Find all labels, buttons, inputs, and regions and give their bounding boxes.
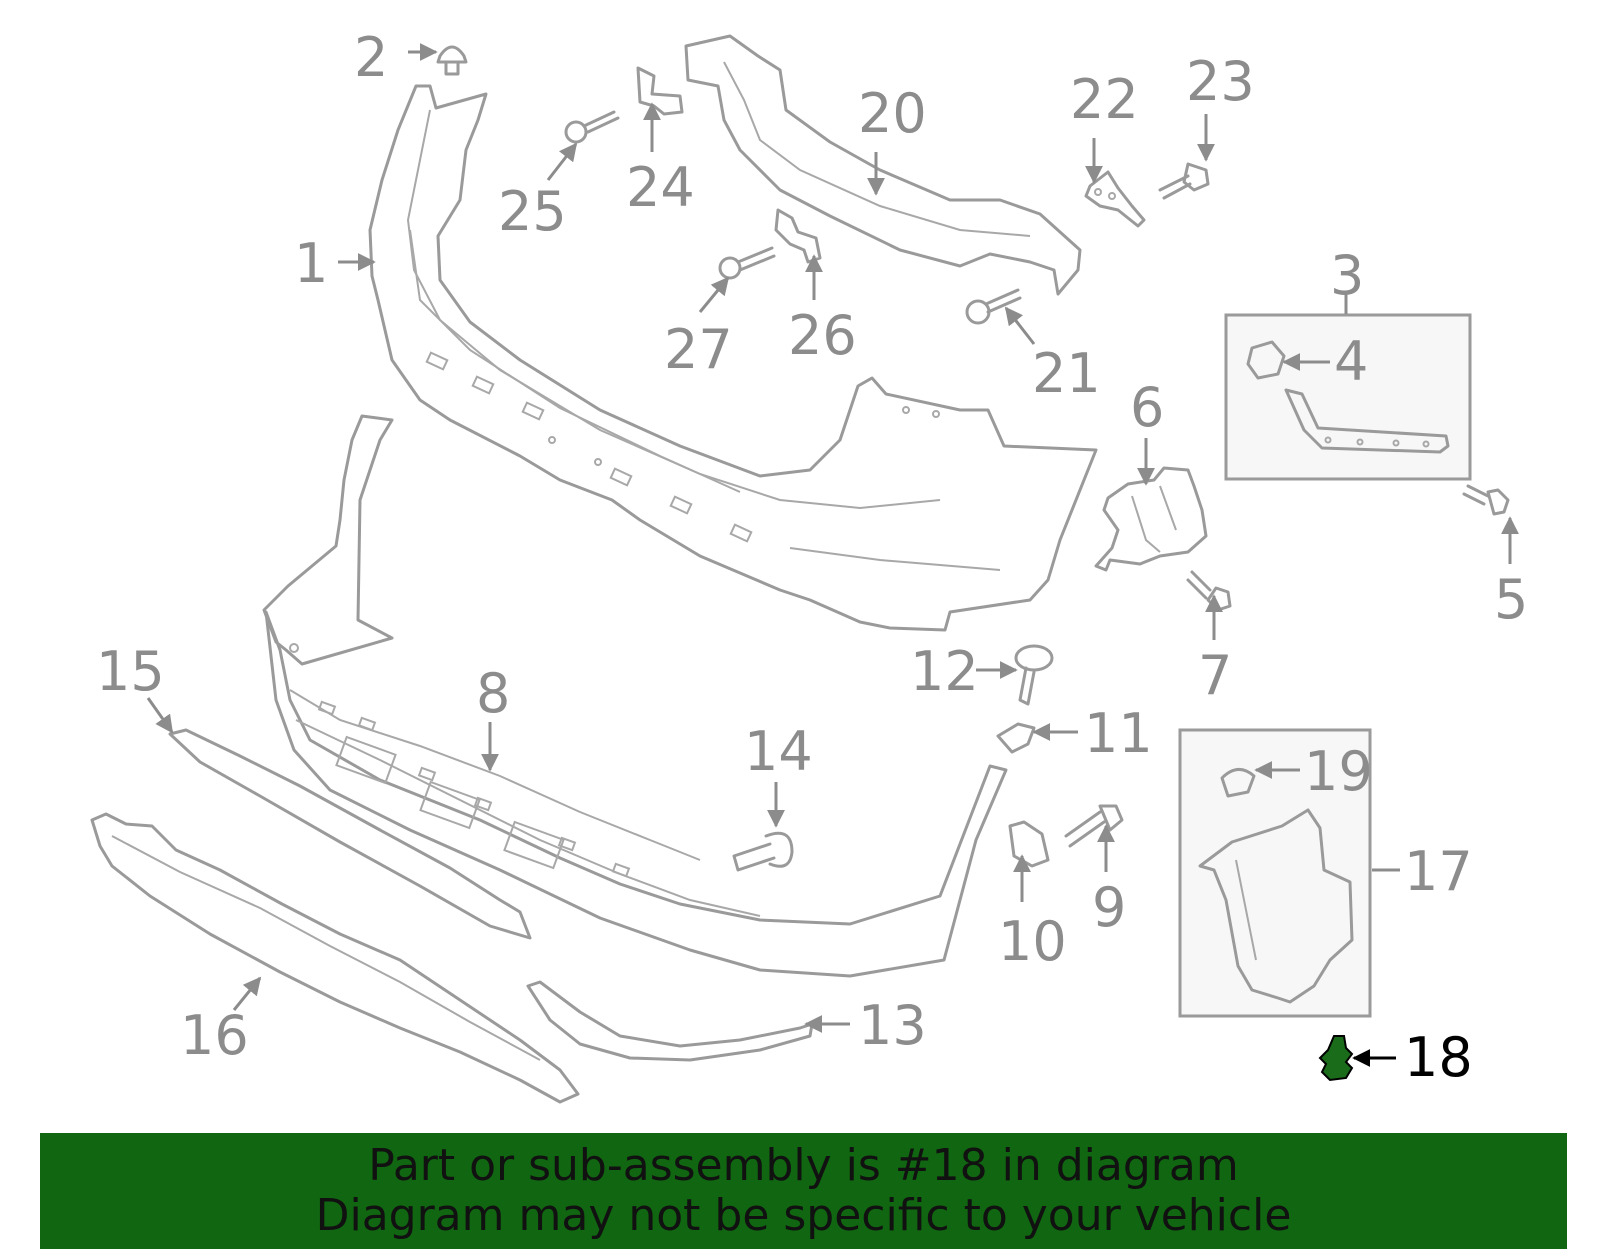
callout-1: 1 (294, 232, 328, 295)
callout-25: 25 (498, 180, 567, 243)
bracket-part-26 (774, 208, 822, 264)
bracket-part-22 (1084, 170, 1146, 228)
callout-3: 3 (1330, 244, 1364, 307)
skid-plate-part-16 (90, 812, 580, 1104)
lower-fascia-part-8 (262, 414, 1008, 978)
callout-22: 22 (1070, 68, 1139, 131)
highlighted-part-18[interactable] (1318, 1035, 1354, 1082)
screw-part-25 (564, 110, 620, 144)
callout-14: 14 (744, 720, 813, 783)
bumper-cover-part-1 (368, 84, 1098, 632)
callout-labels: 2 1 25 24 20 22 23 27 26 21 3 4 6 5 7 12… (96, 26, 1528, 1089)
screw-part-7 (1186, 570, 1232, 612)
callout-7: 7 (1198, 644, 1232, 707)
banner-line-2: Diagram may not be specific to your vehi… (315, 1190, 1292, 1241)
callout-2: 2 (354, 26, 388, 89)
callout-10: 10 (998, 910, 1067, 973)
screw-part-27 (718, 246, 776, 280)
molding-part-15 (168, 728, 532, 940)
reinforcement-part-20 (684, 34, 1082, 296)
callout-18: 18 (1404, 1026, 1473, 1089)
callout-26: 26 (788, 304, 857, 367)
callout-4: 4 (1334, 330, 1368, 393)
callout-23: 23 (1186, 50, 1255, 113)
callout-12: 12 (910, 640, 979, 703)
clip-part-2 (436, 45, 468, 76)
callout-16: 16 (180, 1004, 249, 1067)
callout-8: 8 (476, 662, 510, 725)
screw-part-21 (965, 288, 1022, 325)
leader-arrows (146, 43, 1519, 1067)
screw-part-23 (1158, 162, 1210, 200)
clip-part-11 (996, 722, 1036, 754)
callout-19: 19 (1304, 740, 1373, 803)
callout-13: 13 (858, 994, 927, 1057)
info-banner: Part or sub-assembly is #18 in diagram D… (40, 1133, 1567, 1249)
bracket-part-6 (1094, 466, 1208, 572)
pin-part-14 (732, 831, 794, 872)
assembly-box-part-17 (1178, 728, 1372, 1018)
callout-9: 9 (1092, 876, 1126, 939)
screw-part-5 (1462, 484, 1510, 516)
callout-6: 6 (1130, 376, 1164, 439)
callout-27: 27 (664, 318, 733, 381)
bracket-part-24 (636, 66, 684, 116)
assembly-box-part-3 (1224, 313, 1472, 481)
callout-5: 5 (1494, 568, 1528, 631)
callout-24: 24 (626, 156, 695, 219)
screw-part-12 (1014, 644, 1054, 706)
screw-part-9 (1064, 804, 1124, 848)
callout-15: 15 (96, 640, 165, 703)
callout-11: 11 (1084, 702, 1153, 765)
callout-21: 21 (1032, 342, 1101, 405)
bracket-part-10 (1008, 820, 1050, 868)
banner-line-1: Part or sub-assembly is #18 in diagram (368, 1140, 1239, 1191)
callout-20: 20 (858, 82, 927, 145)
callout-17: 17 (1404, 840, 1473, 903)
lower-trim-part-13 (526, 980, 814, 1062)
